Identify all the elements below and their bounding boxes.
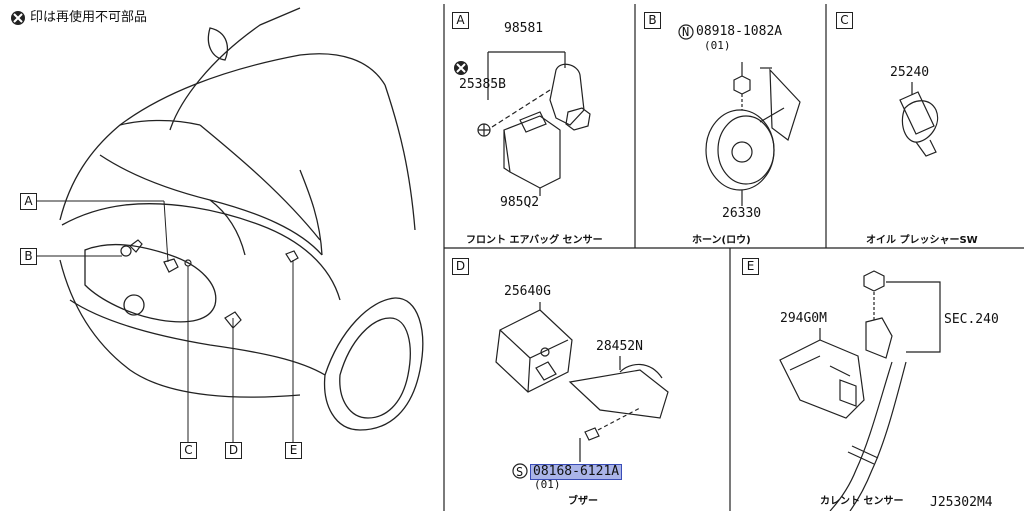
callout-c: C (180, 442, 197, 459)
car-front-illustration (59, 7, 424, 431)
part-26330: 26330 (722, 206, 762, 221)
part-985q2: 985Q2 (500, 195, 540, 210)
part-n-prefix: N (682, 25, 690, 39)
panel-d-label: D (452, 258, 469, 275)
part-25240: 25240 (890, 65, 930, 80)
panel-a-label: A (452, 12, 469, 29)
part-08168-qty: (01) (534, 478, 561, 491)
callout-b: B (20, 248, 37, 265)
panel-e-parts (779, 270, 941, 511)
panel-c-caption: オイル プレッシャーSW (866, 235, 978, 246)
part-s-prefix: S (516, 465, 524, 479)
panel-b-label: B (644, 12, 661, 29)
callout-a: A (20, 193, 37, 210)
part-sec240: SEC.240 (944, 312, 999, 327)
panel-d-parts (495, 302, 669, 462)
panel-b-parts (705, 62, 801, 206)
part-98581: 98581 (504, 21, 544, 36)
drawing-id: J25302M4 (930, 495, 993, 510)
part-28452n: 28452N (596, 339, 643, 354)
panel-a-parts (477, 51, 591, 196)
panel-d-caption: ブザー (568, 496, 598, 507)
part-294g0m: 294G0M (780, 311, 827, 326)
panel-b-caption: ホーン(ロウ) (692, 235, 751, 246)
part-08168-6121a: 08168-6121A (530, 464, 623, 480)
callout-d: D (225, 442, 242, 459)
panel-c-label: C (836, 12, 853, 29)
panel-a-caption: フロント エアバッグ センサー (466, 235, 603, 246)
callout-e: E (285, 442, 302, 459)
panel-e-caption: カレント センサー (820, 496, 904, 507)
part-25385b: 25385B (459, 77, 506, 92)
part-08918-qty: (01) (704, 39, 731, 52)
callout-leaders (36, 200, 294, 442)
part-08918-1082a: 08918-1082A (696, 24, 783, 39)
panel-c-parts (899, 82, 939, 157)
legend-text: 印は再使用不可部品 (30, 10, 148, 25)
panel-e-label: E (742, 258, 759, 275)
part-25640g: 25640G (504, 284, 551, 299)
car-components (120, 239, 299, 329)
